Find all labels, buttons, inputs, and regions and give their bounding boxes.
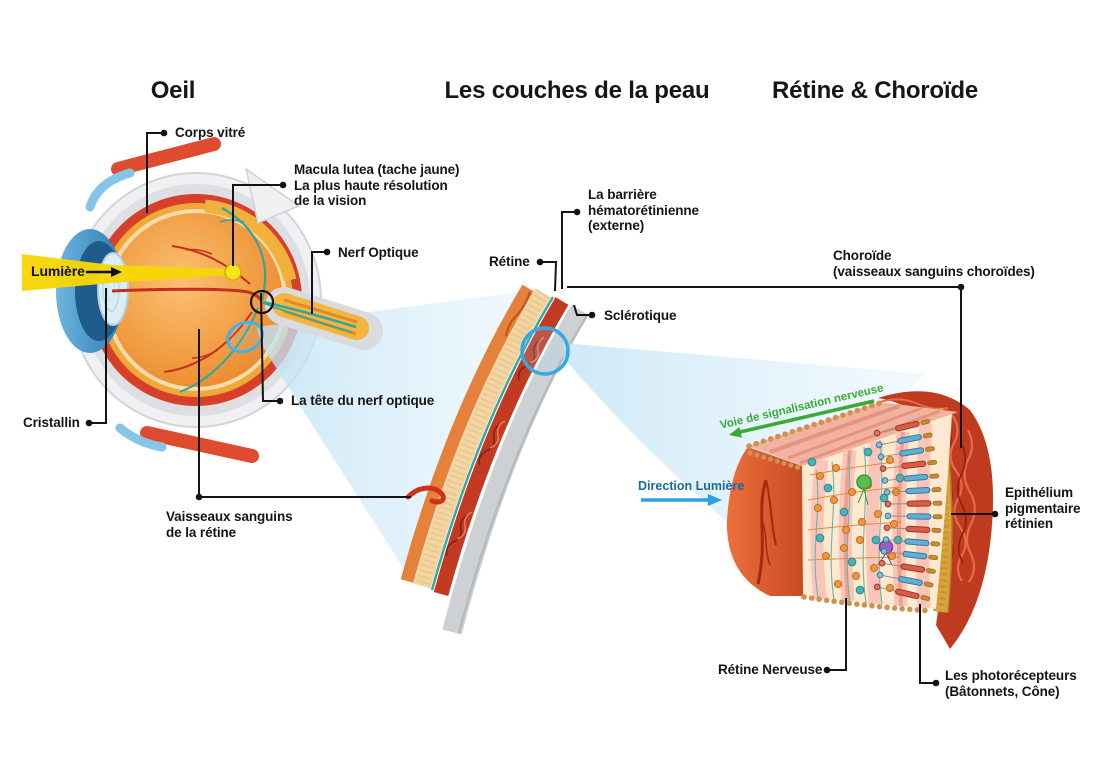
- label-cristallin: Cristallin: [23, 415, 80, 430]
- zoom-cone-eye-to-strip: [257, 289, 541, 582]
- eye-muscle-top: [111, 137, 221, 176]
- label-corps-vitre: Corps vitré: [175, 125, 246, 140]
- label-retine: Rétine: [489, 254, 530, 269]
- light-arrowhead-icon: [111, 267, 122, 277]
- label-macula: Macula lutea (tache jaune) La plus haute…: [294, 162, 460, 209]
- label-photorecepteurs: Les photorécepteurs (Bâtonnets, Cône): [945, 668, 1077, 699]
- label-direction-lumiere: Direction Lumière: [638, 479, 745, 493]
- retina-block-illustration: [726, 391, 994, 649]
- section-title-layers: Les couches de la peau: [444, 77, 710, 104]
- eye-illustration: [22, 137, 322, 463]
- light-beam: [22, 254, 231, 291]
- zoom-cone-strip-to-block: [563, 343, 925, 540]
- label-sclerotique: Sclérotique: [604, 308, 677, 323]
- label-vaisseaux-retine: Vaisseaux sanguins de la rétine: [166, 509, 293, 540]
- zoom-circle-icon: [520, 326, 570, 376]
- label-tete-nerf-optique: La tête du nerf optique: [291, 393, 435, 408]
- label-epithelium-pigmentaire: Epithélium pigmentaire rétinien: [1005, 485, 1081, 532]
- sclera-cut-notch: [244, 167, 301, 225]
- light-direction-arrow-icon: [641, 494, 722, 506]
- amacrine-cell-green: [856, 474, 872, 490]
- macula-dot: [224, 263, 242, 281]
- label-barriere-hematoretinienne: La barrière hématorétinienne (externe): [588, 187, 699, 234]
- strip-retinal-vessel: [405, 485, 446, 505]
- section-title-eye: Oeil: [150, 77, 196, 104]
- label-retine-nerveuse: Rétine Nerveuse: [718, 662, 823, 677]
- label-choroide: Choroïde (vaisseaux sanguins choroïdes): [833, 248, 1035, 279]
- signal-path-arrow-icon: [729, 399, 875, 438]
- nerve-retina-cut-face: [726, 447, 803, 596]
- retina-strip-illustration: [400, 284, 590, 635]
- optic-nerve: [262, 287, 383, 350]
- label-nerf-optique: Nerf Optique: [338, 245, 419, 260]
- leader-lines: [85, 129, 999, 687]
- label-lumiere: Lumière: [31, 263, 85, 279]
- neuron-network: [807, 439, 905, 605]
- section-title-retina-choroid: Rétine & Choroïde: [772, 77, 978, 104]
